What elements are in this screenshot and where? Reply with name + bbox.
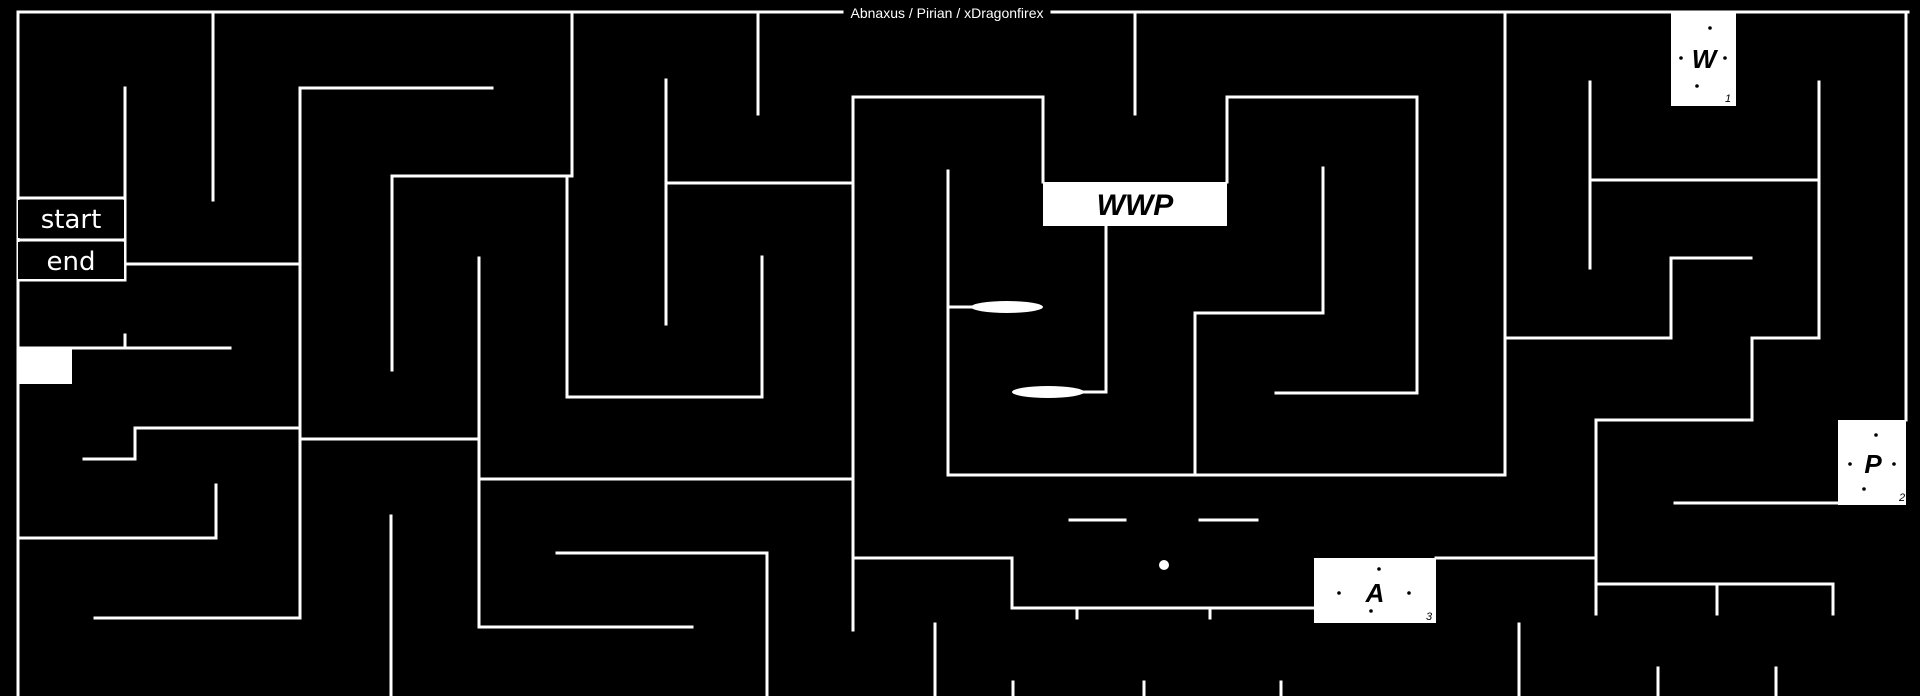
left-white-block [18, 348, 72, 384]
marker-p[interactable]: P 2 [1838, 420, 1906, 505]
start-button-label: start [41, 205, 102, 235]
marker-a-letter: A [1365, 578, 1385, 608]
marker-w-number: 1 [1725, 93, 1731, 105]
capsule-lower[interactable] [1012, 386, 1084, 398]
end-button[interactable]: end [18, 242, 124, 279]
marker-w-letter: W [1692, 44, 1719, 74]
marker-a[interactable]: A 3 [1314, 558, 1436, 623]
capsule-upper[interactable] [971, 301, 1043, 313]
marker-p-number: 2 [1898, 492, 1905, 504]
maze-walls [16, 10, 1910, 696]
end-button-label: end [47, 247, 96, 277]
marker-a-number: 3 [1426, 611, 1433, 623]
marker-w[interactable]: W 1 [1671, 12, 1736, 106]
wwp-label: WWP [1097, 189, 1175, 222]
credits-text: Abnaxus / Pirian / xDragonfirex [851, 5, 1044, 21]
start-button[interactable]: start [18, 200, 124, 238]
wwp-panel: WWP [1043, 182, 1227, 226]
player-dot[interactable] [1159, 560, 1169, 570]
marker-p-letter: P [1864, 449, 1882, 479]
